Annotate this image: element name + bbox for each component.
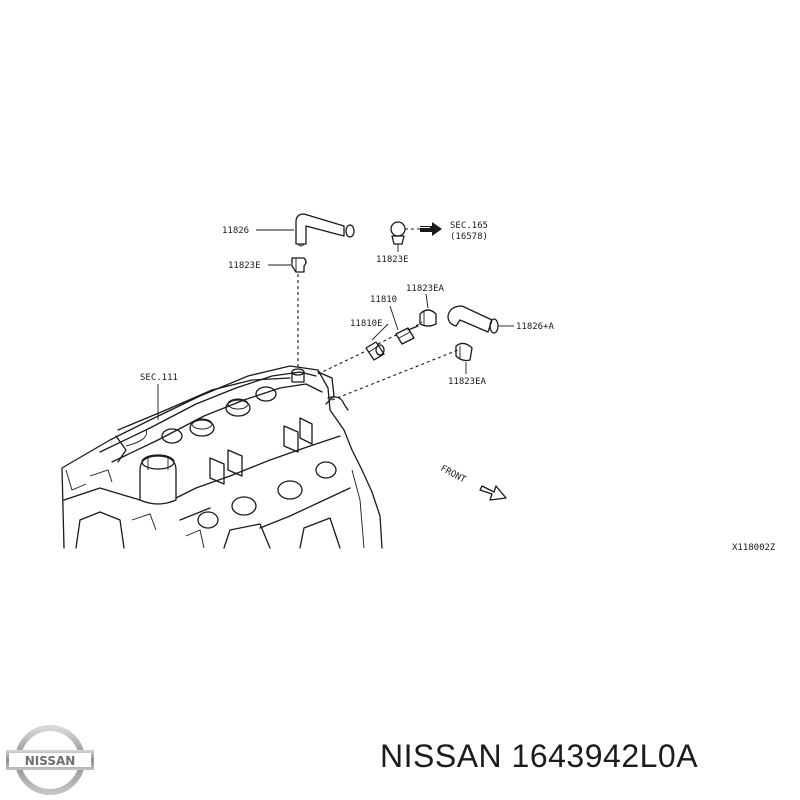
label-11810: 11810 — [370, 295, 397, 305]
part-number-title: NISSAN 1643942L0A — [380, 738, 699, 774]
label-11826: 11826 — [222, 226, 249, 236]
label-sec-111: SEC.111 — [140, 373, 178, 383]
label-11810e: 11810E — [350, 319, 383, 329]
clamp-11823ea-upper — [419, 309, 437, 327]
hose-11826 — [295, 213, 355, 247]
front-arrow-icon — [479, 485, 507, 501]
label-front: FRONT — [439, 464, 468, 486]
clamp-11823ea-lower — [455, 342, 473, 362]
double-arrow-right-icon — [420, 222, 442, 236]
label-sec-165: SEC.165 — [450, 221, 488, 231]
engine-cylinder-head — [61, 365, 383, 549]
nissan-logo-text: NISSAN — [25, 754, 76, 768]
label-11823ea-upper: 11823EA — [406, 284, 445, 294]
hose-11826-a — [447, 305, 499, 334]
label-11823e-left: 11823E — [228, 261, 261, 271]
valve-seal-11810e — [365, 341, 385, 361]
label-11823e-top: 11823E — [376, 255, 409, 265]
pcv-valve-11810 — [395, 325, 419, 345]
label-diagram-code: X118002Z — [732, 543, 776, 553]
clip-11823e-top — [390, 221, 406, 245]
label-sec-165-ref: (16578) — [450, 232, 488, 242]
label-11826-a: 11826+A — [516, 322, 555, 332]
label-11823ea-lower: 11823EA — [448, 377, 487, 387]
clip-11823e-left — [291, 257, 307, 273]
nissan-logo-icon: NISSAN — [6, 725, 94, 795]
